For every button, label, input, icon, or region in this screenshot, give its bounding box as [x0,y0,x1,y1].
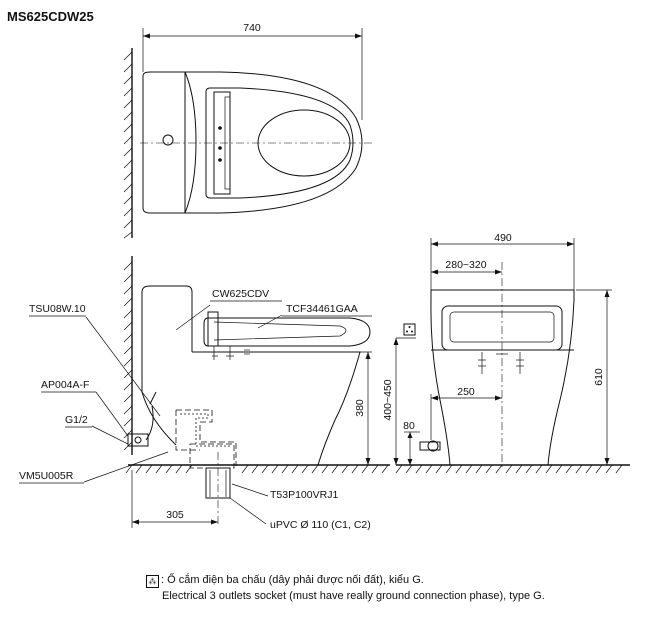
dim-400-450: 400~450 [382,379,394,420]
label-tsu: TSU08W.10 [29,303,86,315]
dim-305: 305 [166,509,184,521]
dim-80: 80 [403,420,415,432]
dim-250: 250 [457,386,475,398]
dim-280-320: 280~320 [445,259,486,271]
footnote-vi-text: : Ổ cắm điện ba chấu (dây phải được nối … [161,574,424,586]
front-view: 490 280~320 610 400~450 [382,232,630,474]
electrical-socket-icon: ⁂ [146,575,159,588]
model-title: MS625CDW25 [7,9,94,24]
label-tcf: TCF34461GAA [286,303,358,315]
dim-740: 740 [243,22,261,34]
footnote: ⁂: Ổ cắm điện ba chấu (dây phải được nối… [146,572,545,604]
side-view: 380 305 TSU08W.10 AP004A-F G1/2 VM5U005R… [19,256,390,531]
electrical-socket-icon [403,323,416,336]
label-upvc: uPVC Ø 110 (C1, C2) [270,519,371,531]
label-cw: CW625CDV [212,288,269,300]
footnote-vi: ⁂: Ổ cắm điện ba chấu (dây phải được nối… [146,572,545,588]
top-view: 740 [123,22,375,239]
dim-490: 490 [494,232,512,244]
dim-610: 610 [593,368,605,386]
label-g: G1/2 [65,414,88,426]
label-ap: AP004A-F [41,379,89,391]
label-t53: T53P100VRJ1 [270,489,338,501]
footnote-en: Electrical 3 outlets socket (must have r… [162,590,545,602]
label-vm: VM5U005R [19,470,74,482]
dim-380: 380 [354,399,366,417]
